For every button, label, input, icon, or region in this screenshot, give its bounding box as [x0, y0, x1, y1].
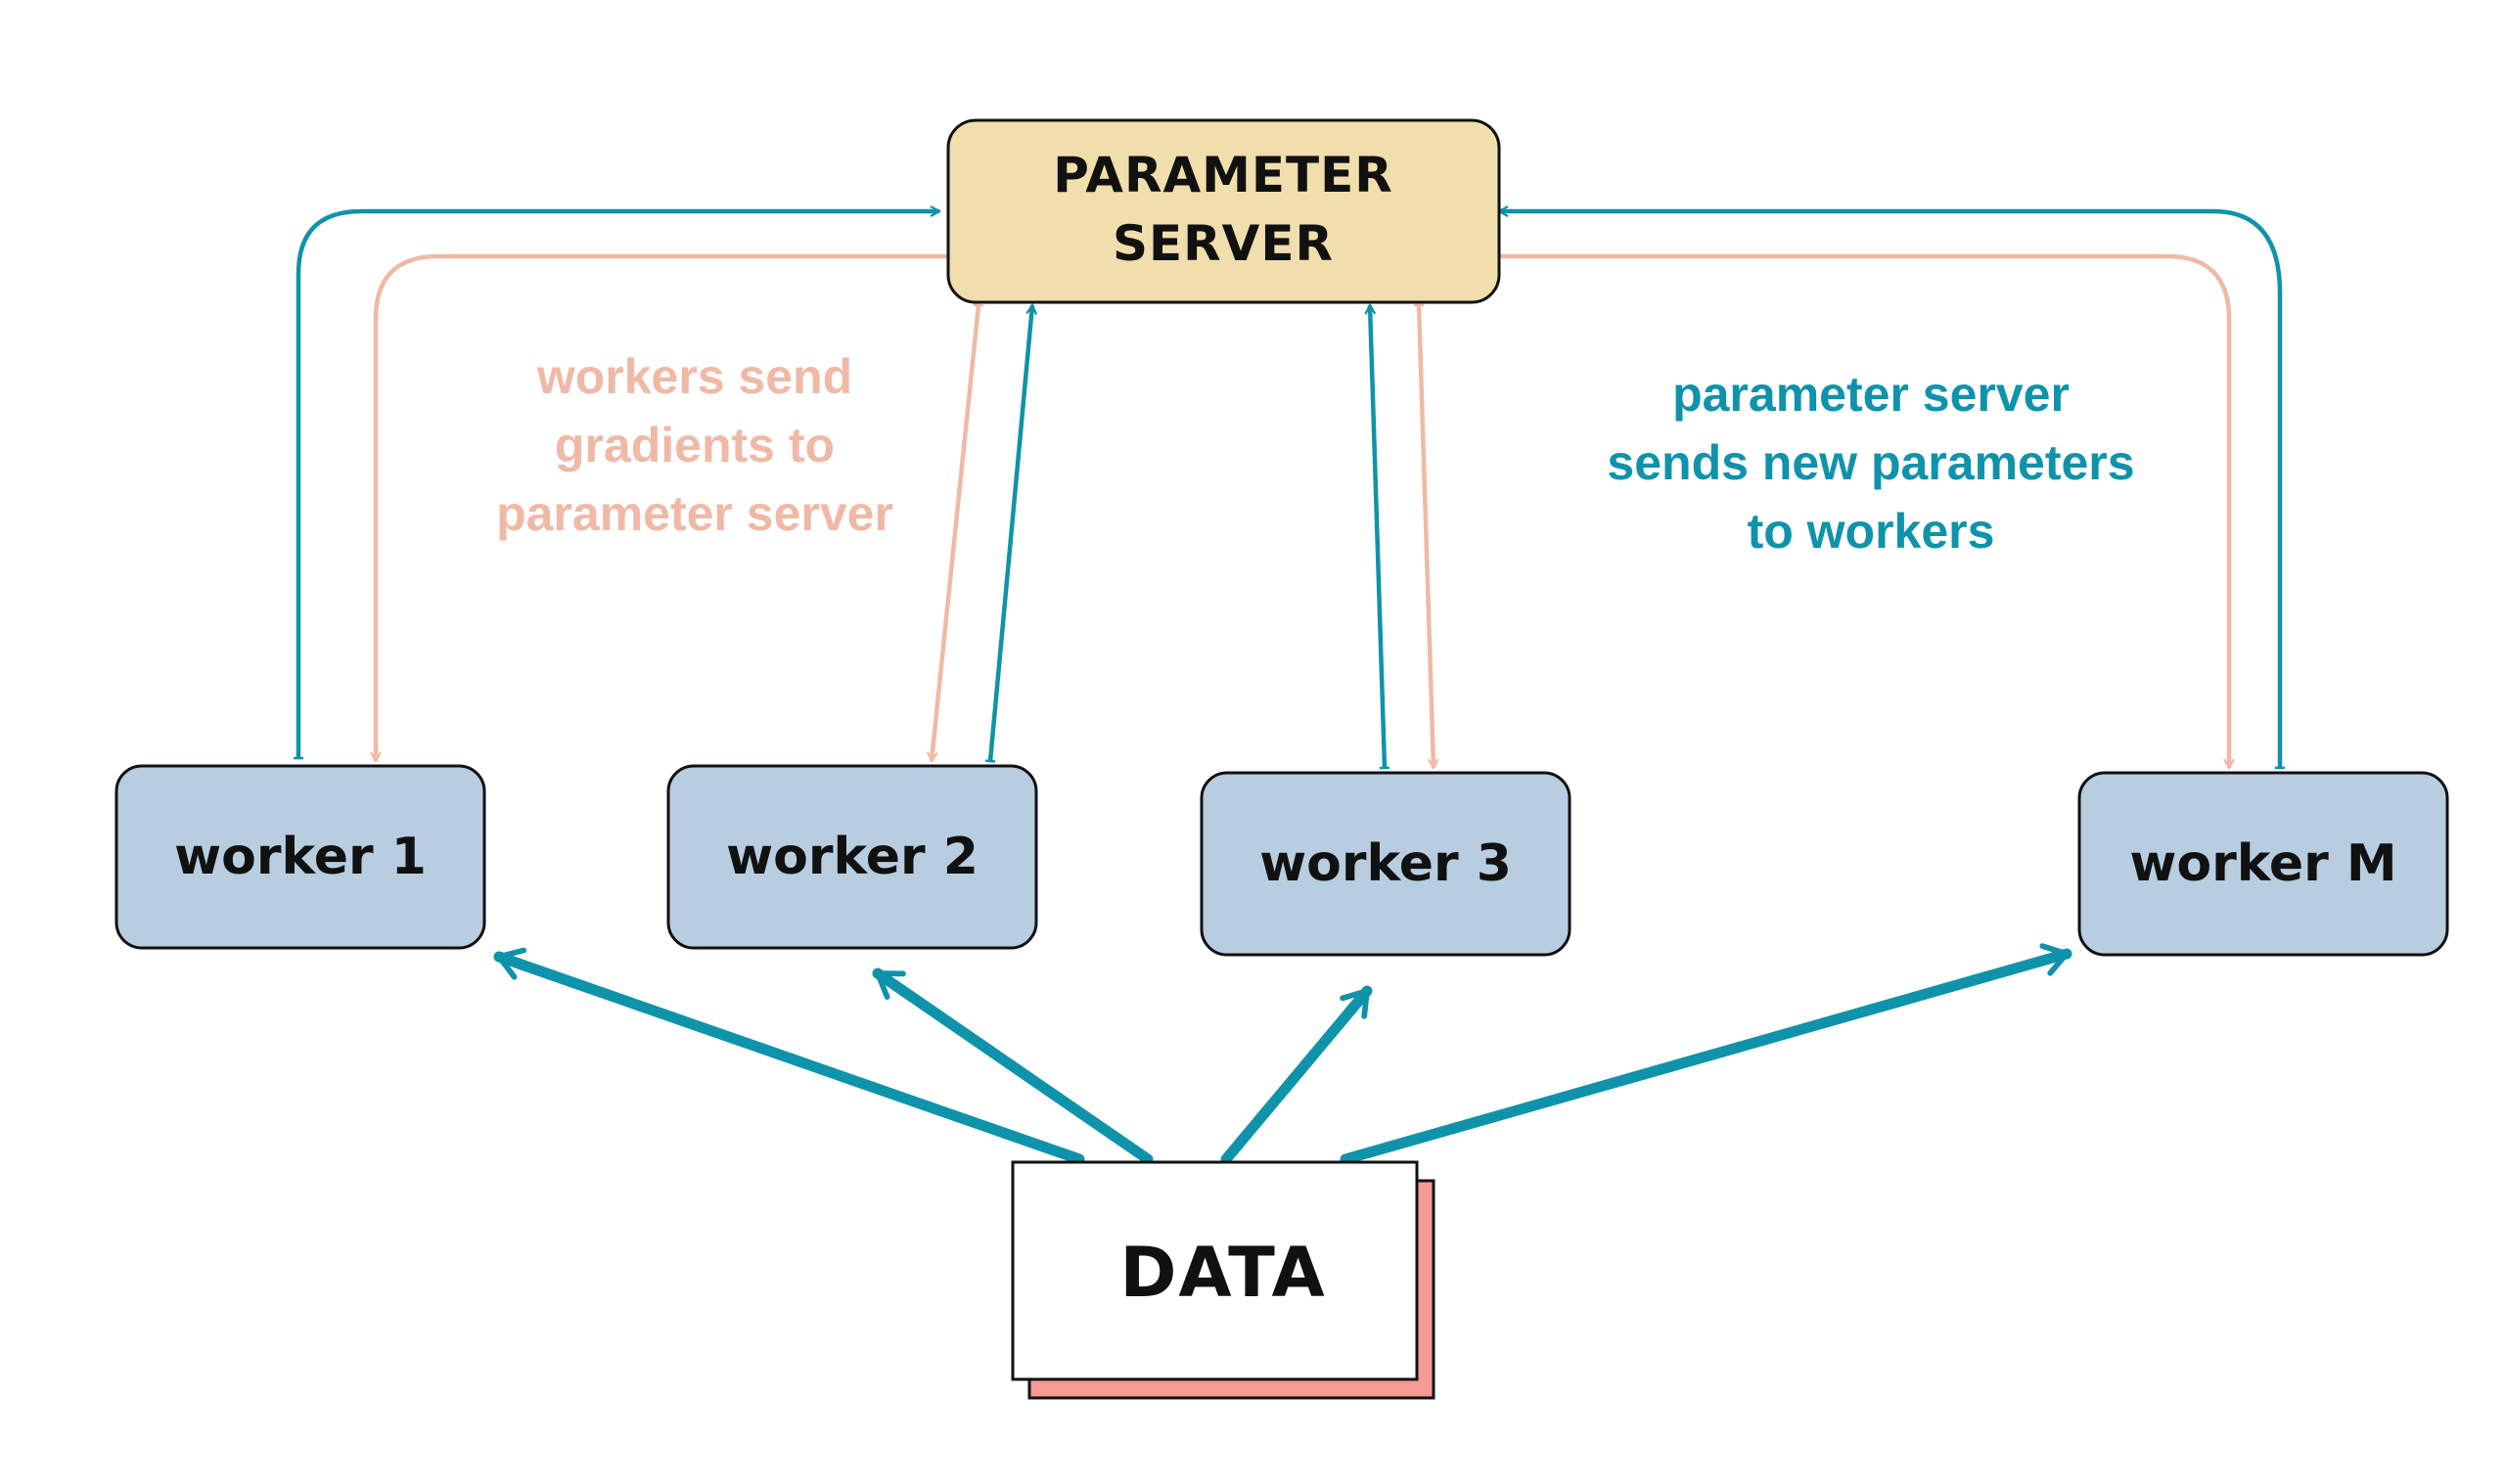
worker-2-box [666, 764, 1038, 950]
arrow-worker-1-to-server [298, 211, 939, 758]
gradients-caption-line-2: gradients to [555, 418, 835, 472]
worker-3-box [1200, 771, 1571, 957]
gradients-caption: workers send gradients to parameter serv… [496, 349, 893, 541]
worker-m-box [2077, 771, 2449, 957]
parameters-caption: parameter server sends new parameters to… [1607, 367, 2134, 559]
gradient-arrows [376, 253, 2229, 768]
data-arrows [493, 943, 2072, 1165]
data-arrow-worker-3 [1220, 985, 1373, 1165]
worker-3-label: worker 3 [1259, 834, 1512, 893]
arrow-worker-3-to-server [1370, 305, 1385, 768]
data-arrow-worker-2 [872, 967, 1154, 1165]
worker-node-2[interactable]: worker 2 [666, 764, 1038, 950]
worker-node-m[interactable]: worker M [2077, 771, 2449, 957]
data-box [1011, 1160, 1419, 1381]
arrow-server-to-worker-m [1487, 253, 2229, 768]
gradients-caption-line-1: workers send [536, 349, 852, 404]
parameter-update-arrows [298, 211, 2280, 768]
worker-1-box [114, 764, 486, 950]
arrow-worker-2-to-server [990, 305, 1032, 761]
data-arrow-worker-m [1340, 943, 2072, 1165]
worker-node-3[interactable]: worker 3 [1200, 771, 1571, 957]
arrow-server-to-worker-3 [1419, 305, 1434, 768]
worker-node-1[interactable]: worker 1 [114, 764, 486, 950]
parameter-server-box [946, 118, 1501, 304]
worker-1-label: worker 1 [174, 828, 427, 886]
worker-m-label: worker M [2129, 834, 2396, 893]
arrow-server-to-worker-1 [376, 253, 954, 761]
parameters-caption-line-2: sends new parameters [1607, 435, 2134, 490]
data-label: DATA [1119, 1233, 1326, 1313]
arrow-worker-m-to-server [1499, 211, 2280, 768]
parameter-server-node[interactable]: PARAMETER SERVER [946, 118, 1501, 304]
gradients-caption-line-3: parameter server [496, 486, 893, 541]
worker-2-label: worker 2 [726, 828, 979, 886]
data-node[interactable]: DATA [1011, 1160, 1435, 1400]
arrow-server-to-worker-2 [932, 305, 979, 761]
parameter-server-label-line1: PARAMETER [1053, 147, 1393, 203]
parameters-caption-line-1: parameter server [1672, 367, 2070, 422]
data-arrow-worker-1 [493, 947, 1085, 1165]
parameter-server-label-line2: SERVER [1113, 215, 1334, 272]
parameters-caption-line-3: to workers [1748, 504, 1995, 559]
